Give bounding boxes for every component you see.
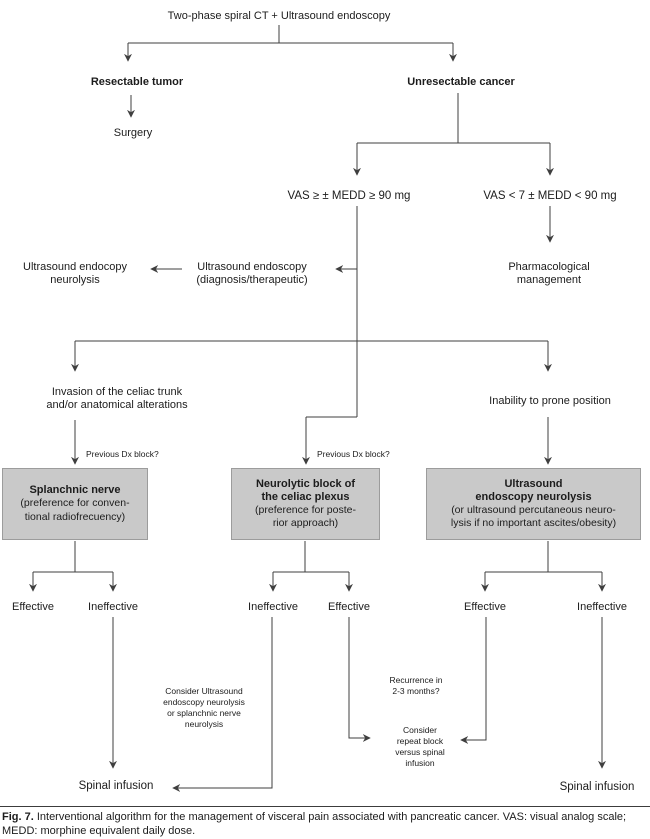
box-ultrasound-endoscopy-neurolysis: Ultrasound endoscopy neurolysis (or ultr… [426,468,641,540]
node-surgery: Surgery [113,127,153,139]
note-consider-ultrasound-neurolysis: Consider Ultrasound endoscopy neurolysis… [163,686,245,729]
node-vas-low: VAS < 7 ± MEDD < 90 mg [483,190,617,202]
node-spinal-infusion-right: Spinal infusion [559,781,635,793]
label-previous-dx-block-left: Previous Dx block? [86,449,159,459]
outcome-neurolytic-effective: Effective [328,601,370,613]
outcome-splanchnic-effective: Effective [12,601,54,613]
note-consider-repeat-block: Consider repeat block versus spinal infu… [395,725,445,768]
node-unresectable-cancer: Unresectable cancer [407,76,515,88]
node-root: Two-phase spiral CT + Ultrasound endosco… [167,10,391,22]
outcome-ultrasound-ineffective: Ineffective [577,601,627,613]
node-pharmacological-management: Pharmacological management [508,261,590,286]
node-ultrasound-endoscopy-diagnostic: Ultrasound endoscopy (diagnosis/therapeu… [196,261,308,286]
label-previous-dx-block-middle: Previous Dx block? [317,449,390,459]
node-spinal-infusion-left: Spinal infusion [78,780,154,792]
box-neurolytic-celiac-plexus: Neurolytic block of the celiac plexus (p… [231,468,380,540]
note-recurrence: Recurrence in 2-3 months? [389,675,443,696]
node-inability-prone: Inability to prone position [489,395,611,407]
outcome-ultrasound-effective: Effective [464,601,506,613]
figure-caption: Fig. 7. Interventional algorithm for the… [0,806,650,838]
box-splanchnic-nerve: Splanchnic nerve (preference for conven-… [2,468,148,540]
node-ultrasound-endoscopy-neurolysis: Ultrasound endocopy neurolysis [23,261,127,286]
figure-caption-text: Interventional algorithm for the managem… [2,811,627,837]
node-resectable-tumor: Resectable tumor [90,76,184,88]
node-vas-high: VAS ≥ ± MEDD ≥ 90 mg [287,190,411,202]
outcome-neurolytic-ineffective: Ineffective [248,601,298,613]
figure-caption-number: Fig. 7. [2,811,34,823]
node-celiac-invasion: Invasion of the celiac trunk and/or anat… [46,386,188,411]
outcome-splanchnic-ineffective: Ineffective [88,601,138,613]
